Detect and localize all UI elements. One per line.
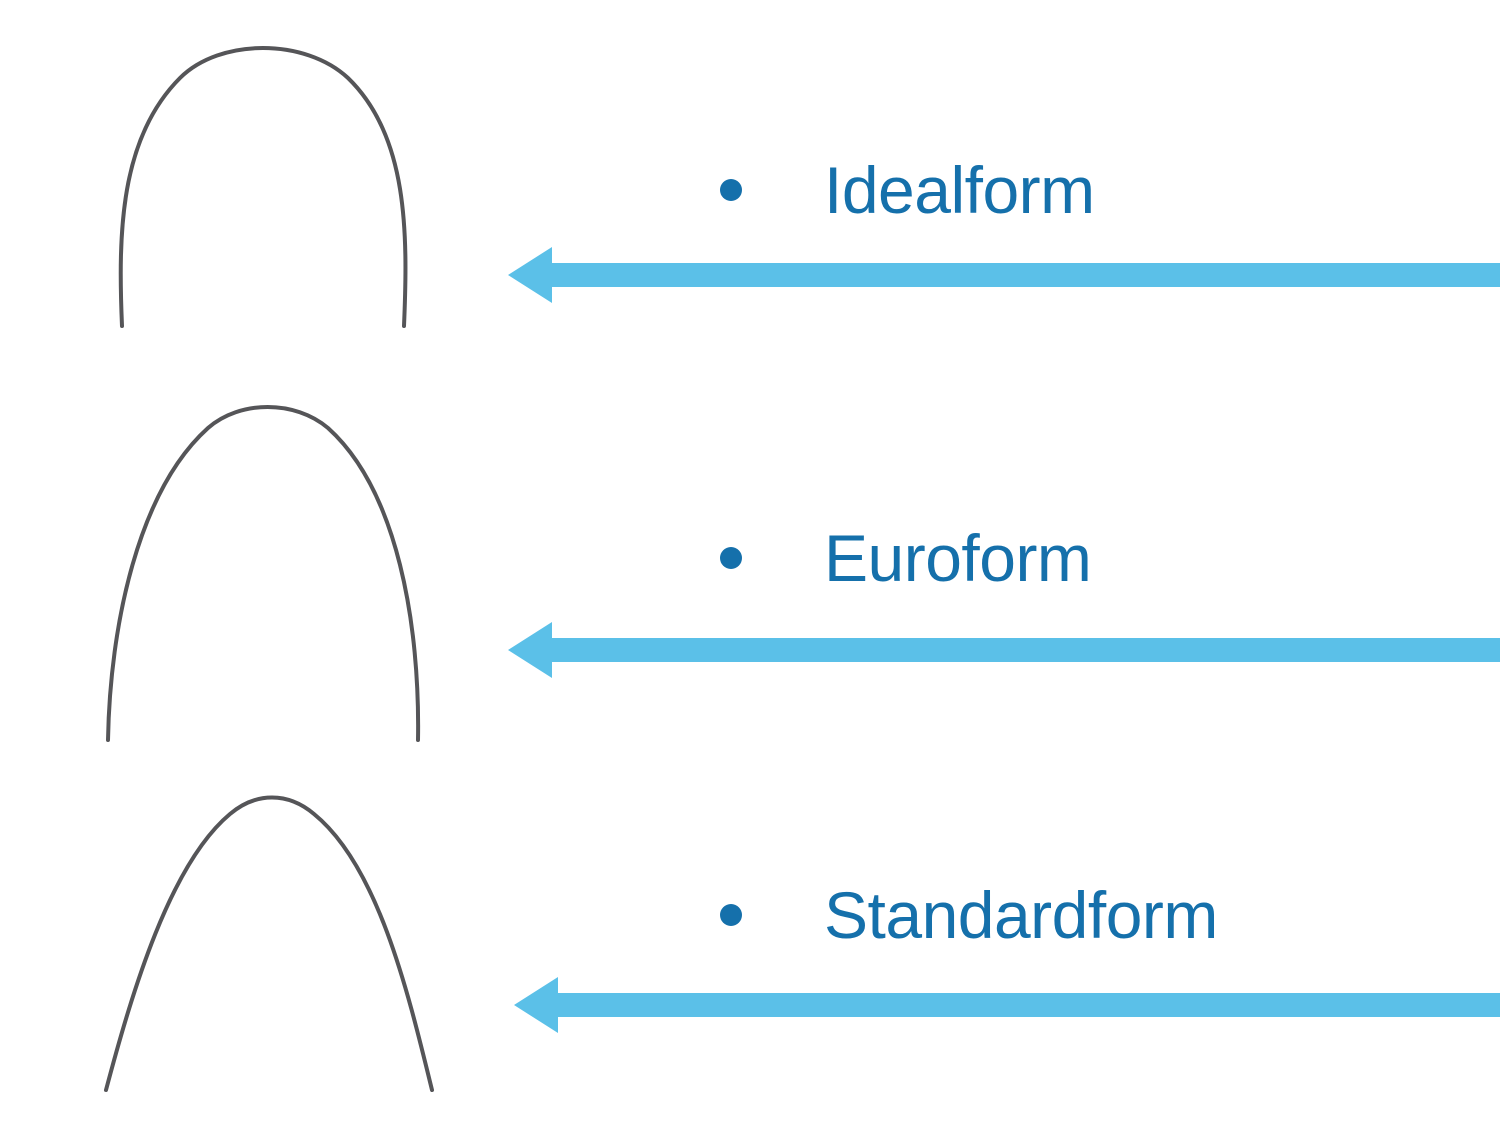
archwire-standardform-svg: [104, 795, 434, 1092]
left-arrow-euroform: [508, 620, 1500, 680]
archwire-euroform-path: [106, 405, 421, 742]
archwire-euroform: [60, 396, 480, 746]
bullet-dot-icon: [720, 904, 742, 926]
label-row-idealform: Idealform: [720, 145, 1095, 235]
label-row-standardform: Standardform: [720, 870, 1218, 960]
archwire-idealform-path: [118, 46, 408, 328]
bullet-dot-icon: [720, 547, 742, 569]
left-arrow-shape: [508, 622, 1500, 678]
left-arrow-standardform: [514, 975, 1500, 1035]
archwire-idealform: [60, 18, 480, 338]
left-arrow-icon: [508, 622, 1500, 678]
archwire-standardform: [60, 780, 480, 1100]
label-row-euroform: Euroform: [720, 513, 1092, 603]
left-arrow-shape: [514, 977, 1500, 1033]
archwire-standardform-path: [104, 795, 434, 1092]
label-euroform: Euroform: [824, 521, 1092, 595]
label-standardform: Standardform: [824, 878, 1218, 952]
archwire-euroform-svg: [106, 405, 421, 742]
bullet-dot-icon: [720, 179, 742, 201]
archwire-idealform-svg: [118, 46, 408, 328]
left-arrow-icon: [514, 977, 1500, 1033]
left-arrow-idealform: [508, 245, 1500, 305]
label-idealform: Idealform: [824, 153, 1095, 227]
left-arrow-icon: [508, 247, 1500, 303]
left-arrow-shape: [508, 247, 1500, 303]
